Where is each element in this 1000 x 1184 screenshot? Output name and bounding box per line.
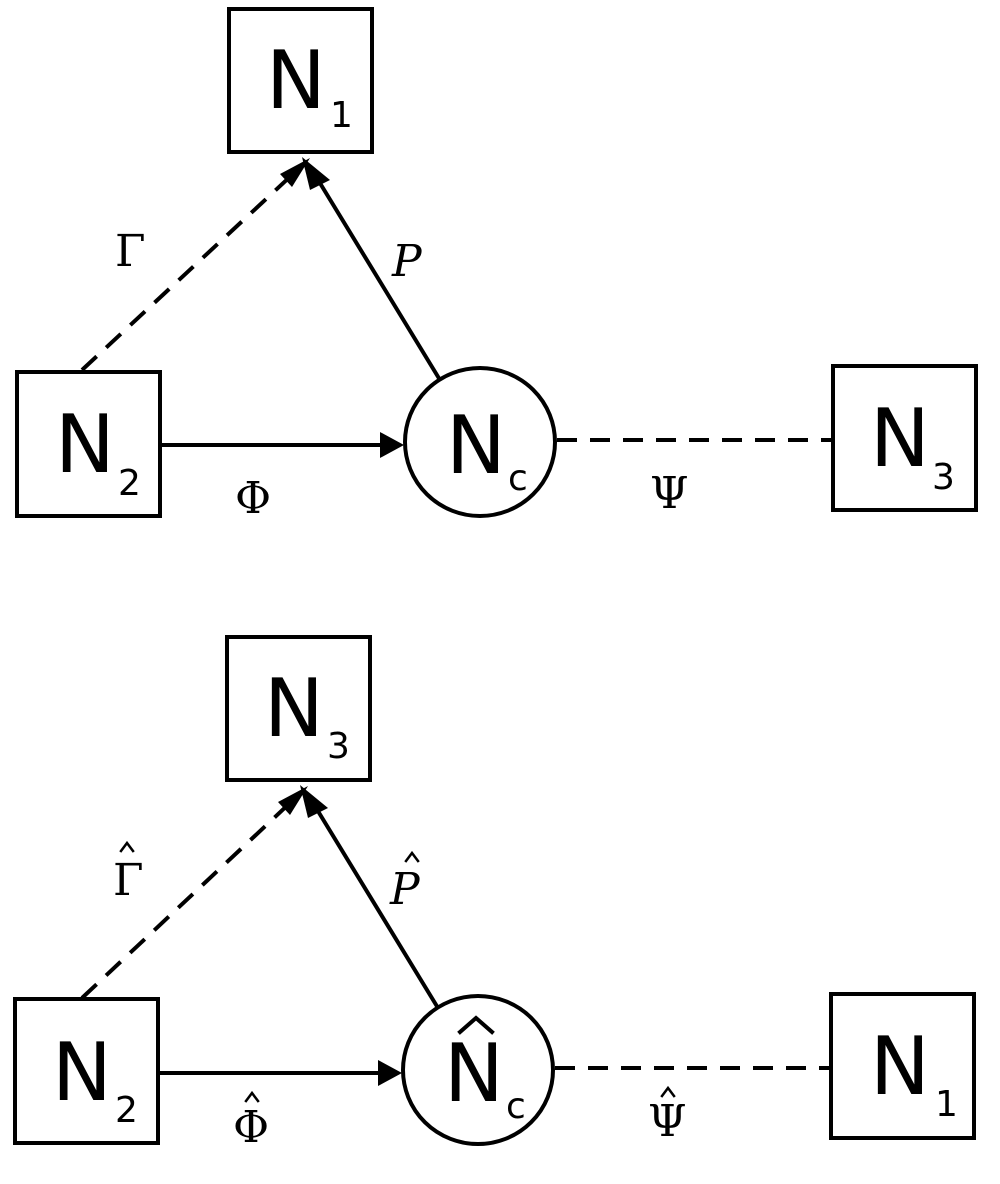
bottom-edge-p bbox=[308, 796, 440, 1010]
bottom-edge-p-arrowhead bbox=[300, 785, 328, 818]
top-edge-p-arrowhead bbox=[302, 157, 330, 190]
top-label-p: P bbox=[391, 236, 423, 287]
bottom-node-n2-sub: 2 bbox=[115, 1090, 138, 1131]
top-node-nc-sub: c bbox=[508, 458, 528, 499]
top-node-n2-sub: 2 bbox=[118, 463, 141, 504]
top-edge-gamma-arrowhead bbox=[280, 158, 310, 187]
bottom-node-nc: N c bbox=[401, 994, 555, 1146]
bottom-label-p-hat bbox=[404, 850, 420, 863]
bottom-node-n1-main: N bbox=[870, 1020, 930, 1113]
bottom-node-nc-main: N bbox=[444, 1027, 504, 1120]
top-node-n1: N 1 bbox=[227, 7, 374, 154]
bottom-label-phi-hat bbox=[244, 1090, 260, 1103]
bottom-node-n3-main: N bbox=[264, 662, 324, 755]
bottom-label-gamma: Γ bbox=[113, 855, 144, 906]
bottom-edge-gamma-arrowhead bbox=[278, 786, 308, 815]
top-diagram: N 1 N 2 N c N 3 Γ P Φ Ψ bbox=[15, 7, 978, 524]
bottom-node-nc-hat bbox=[457, 1015, 495, 1035]
top-node-n3-sub: 3 bbox=[932, 457, 955, 498]
bottom-node-n1: N 1 bbox=[829, 992, 976, 1140]
bottom-edge-gamma-dashed bbox=[80, 800, 293, 1000]
top-label-psi: Ψ bbox=[650, 468, 689, 519]
bottom-diagram: N 3 N 2 N c N 1 Γ P Φ Ψ bbox=[13, 635, 976, 1153]
bottom-label-psi-hat bbox=[660, 1085, 676, 1098]
bottom-node-n2-main: N bbox=[52, 1026, 112, 1119]
top-node-n2-main: N bbox=[55, 398, 115, 491]
top-edge-phi-arrowhead bbox=[380, 432, 404, 458]
top-node-n3-main: N bbox=[870, 392, 930, 485]
bottom-edge-phi-arrowhead bbox=[378, 1060, 402, 1086]
bottom-label-phi: Φ bbox=[233, 1102, 269, 1153]
bottom-node-n3-sub: 3 bbox=[327, 726, 350, 767]
top-node-n1-main: N bbox=[266, 34, 326, 127]
top-node-n2: N 2 bbox=[15, 370, 162, 518]
top-edge-gamma-dashed bbox=[80, 172, 295, 372]
bottom-label-p: P bbox=[389, 864, 421, 915]
bottom-label-gamma-hat bbox=[119, 840, 135, 853]
bottom-node-n2: N 2 bbox=[13, 997, 160, 1145]
top-node-n3: N 3 bbox=[831, 364, 978, 512]
bottom-node-n1-sub: 1 bbox=[935, 1084, 958, 1125]
top-node-n1-sub: 1 bbox=[330, 95, 353, 136]
top-node-nc: N c bbox=[403, 366, 557, 518]
top-label-phi: Φ bbox=[235, 473, 271, 524]
top-edge-p bbox=[310, 168, 442, 382]
bottom-node-nc-sub: c bbox=[506, 1086, 526, 1127]
bottom-label-psi: Ψ bbox=[648, 1096, 687, 1147]
top-label-gamma: Γ bbox=[115, 226, 146, 277]
bottom-node-n3: N 3 bbox=[225, 635, 372, 782]
top-node-nc-main: N bbox=[446, 399, 506, 492]
